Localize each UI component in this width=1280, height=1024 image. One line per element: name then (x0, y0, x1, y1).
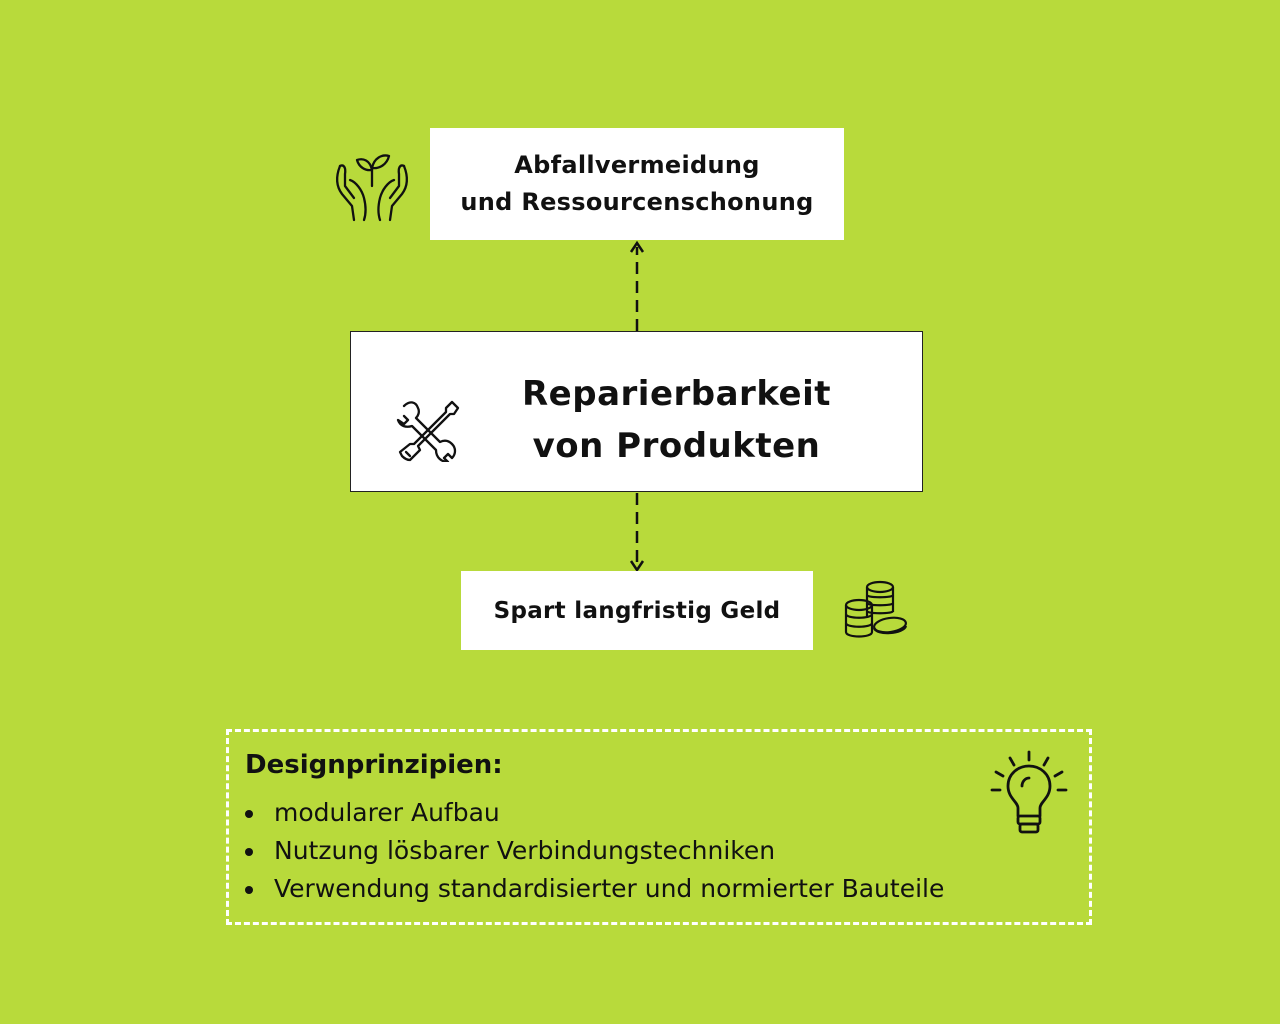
list-item: Nutzung lösbarer Verbindungstechniken (245, 832, 944, 870)
coins-icon (844, 580, 908, 638)
arrow-down-head (629, 560, 645, 573)
main-topic-box: Reparierbarkeit von Produkten (350, 331, 923, 492)
list-item: modularer Aufbau (245, 794, 944, 832)
list-item: Verwendung standardisierter und normiert… (245, 870, 944, 908)
benefit-box-money: Spart langfristig Geld (461, 571, 813, 650)
wrench-screwdriver-icon (396, 400, 460, 462)
arrow-up-head (629, 240, 645, 253)
benefit-box-waste: Abfallvermeidung und Ressourcenschonung (430, 128, 844, 240)
lightbulb-icon (990, 750, 1068, 834)
main-topic-text: Reparierbarkeit von Produkten (471, 368, 882, 472)
principles-list: modularer Aufbau Nutzung lösbarer Verbin… (245, 794, 944, 908)
benefit-line-2: und Ressourcenschonung (460, 188, 814, 216)
benefit-line-1: Abfallvermeidung (514, 151, 760, 179)
principles-title: Designprinzipien: (245, 750, 503, 780)
main-topic-line-1: Reparierbarkeit (522, 374, 831, 414)
hands-plant-icon (336, 154, 408, 222)
benefit-text-money: Spart langfristig Geld (493, 597, 781, 624)
main-topic-line-2: von Produkten (532, 426, 821, 466)
design-principles-box: Designprinzipien: modularer Aufbau Nutzu… (226, 729, 1092, 925)
benefit-text-waste: Abfallvermeidung und Ressourcenschonung (460, 147, 813, 221)
